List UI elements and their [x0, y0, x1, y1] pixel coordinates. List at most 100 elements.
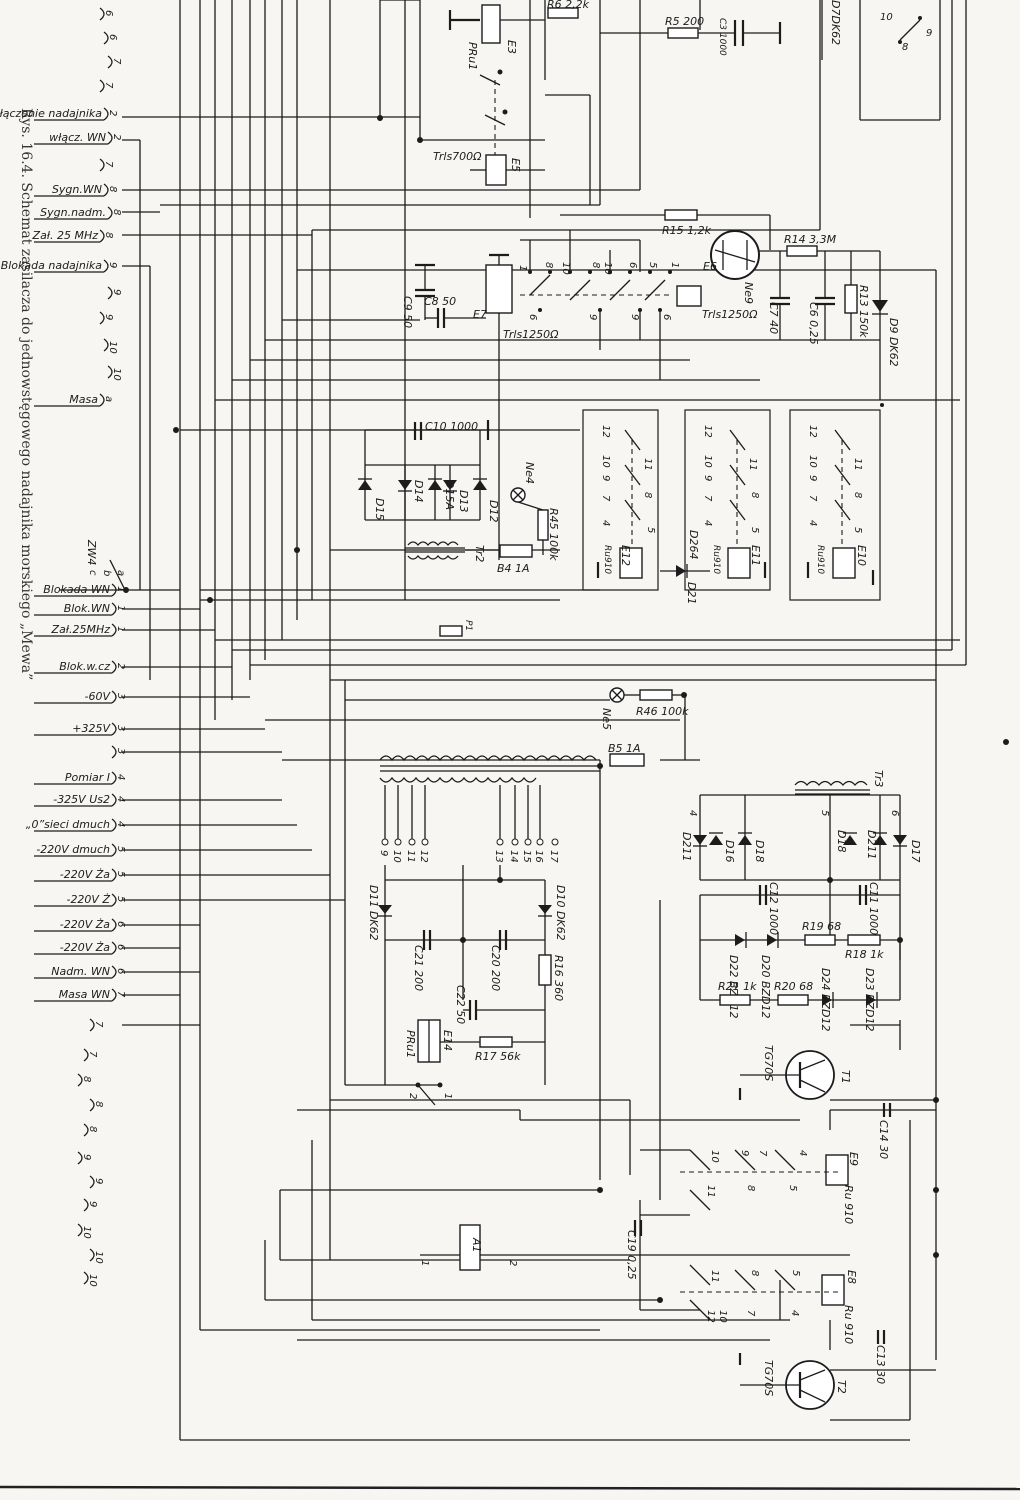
connector-pin-label: włącz. WN [49, 131, 106, 144]
label-c8: C8 50 [424, 295, 456, 308]
connector-pin: 7 [107, 55, 122, 69]
svg-text:9: 9 [702, 475, 713, 481]
tap-terminal [496, 838, 504, 846]
connector-pin-number: 6 [107, 34, 118, 40]
connector-pin-number: 4 [115, 796, 126, 802]
svg-text:2: 2 [507, 1260, 518, 1266]
svg-text:7: 7 [600, 495, 611, 502]
connector-pin-label: -60V [85, 690, 112, 703]
label-e14: E14 [441, 1030, 454, 1051]
connector-pin-number: 2 [115, 663, 126, 669]
connector-pin: 6-220V Ża [34, 941, 126, 955]
connector-pin-number: 4 [115, 774, 126, 780]
connector-pin-number: 9 [93, 1178, 104, 1184]
tap-number: 16 [533, 850, 544, 863]
label-d7dk62: D7DK62 [829, 0, 842, 45]
connector-pin-number: 9 [111, 289, 122, 295]
connector-pin-number: 8 [103, 232, 114, 238]
connector-pin: 3 [111, 745, 126, 759]
label-r45: R45 100k [547, 508, 560, 561]
svg-text:2: 2 [407, 1093, 418, 1099]
page-bottom-edge [0, 1485, 1020, 1491]
svg-text:6: 6 [527, 314, 538, 320]
connector-pin: 9 [107, 286, 122, 300]
tap-terminal [421, 838, 429, 846]
svg-text:8: 8 [543, 262, 554, 268]
connector-pin-number: 1 [115, 586, 126, 592]
label-d18a: D18 [753, 840, 766, 862]
label-tr2: Tr2 [473, 545, 486, 562]
svg-text:11: 11 [705, 1185, 716, 1198]
svg-text:6: 6 [661, 314, 672, 320]
connector-pin-number: 3 [115, 693, 126, 699]
connector-pin-label: Blok.w.cz [59, 660, 110, 673]
svg-text:5: 5 [819, 810, 830, 816]
label-r21: R21 1k [718, 980, 757, 993]
label-b4: B4 1A [497, 562, 530, 575]
label-e9: E9 [847, 1152, 860, 1166]
label-r5: R5 200 [665, 15, 704, 28]
transformer-tr1 [379, 755, 600, 840]
label-d12: D12 [487, 500, 500, 522]
svg-text:b: b [101, 570, 112, 576]
tap-number: 11 [405, 850, 416, 863]
connector-pin-number: 9 [107, 262, 118, 268]
connector-pin-label: Masa [69, 393, 98, 406]
svg-text:9: 9 [629, 314, 640, 320]
svg-text:8: 8 [642, 492, 653, 498]
connector-pin: 5-220V dmuch [34, 843, 126, 857]
connector-pin: 9 [77, 1151, 92, 1165]
connector-pin-number: 10 [111, 368, 122, 381]
transistor-t2-group: E8 Ru 910 11 8 5 12 10 7 4 C13 30 T2 TG7… [680, 1264, 887, 1410]
connector-pin-number: 8 [87, 1126, 98, 1132]
zw4-switch: ZW4 a b c [85, 539, 129, 593]
hv-rectifier: D11 DK62 D10 DK62 C21 200 C20 200 R16 36… [367, 865, 567, 1106]
label-r16: R16 360 [552, 955, 565, 1001]
connector-pin: 10 [103, 338, 118, 354]
svg-text:9: 9 [926, 28, 932, 39]
figure-caption: Rys. 16.4. Schemat zasilacza do jednowst… [18, 108, 34, 680]
relay-e5-group: E5 Trls700Ω [433, 69, 545, 186]
junction-dots [173, 115, 1009, 1303]
label-ne4: Ne4 [523, 462, 536, 484]
label-c10: C10 1000 [425, 420, 478, 433]
svg-text:12: 12 [705, 1310, 716, 1323]
label-d23: D23 BZD12 [863, 968, 876, 1032]
svg-text:5: 5 [852, 527, 863, 533]
connector-pin-number: 8 [93, 1101, 104, 1107]
label-e10: E10 [855, 545, 868, 566]
p1-fuse: P1 [439, 620, 473, 637]
label-e7: E7 [473, 308, 487, 321]
connector-pin-label: +325V [72, 722, 111, 735]
label-ru910-e12: Ru910 [602, 545, 612, 574]
svg-text:1: 1 [442, 1093, 453, 1099]
svg-text:10: 10 [717, 1310, 728, 1323]
label-e3: E3 [505, 40, 518, 54]
connector-pin: 2załączenie nadajnika [0, 107, 118, 121]
connector-pin: 7 [99, 158, 114, 172]
svg-text:9: 9 [587, 314, 598, 320]
svg-text:a: a [115, 570, 126, 576]
label-e12: E12 [619, 545, 632, 566]
tap-number: 17 [548, 850, 559, 863]
label-ru910-e11: Ru910 [711, 545, 721, 574]
connector-pin: 3+325V [34, 722, 126, 736]
connector-pin-label: załączenie nadajnika [0, 107, 102, 120]
connector-pin-label: Nadm. WN [51, 965, 110, 978]
connector-pin-label: Blok.WN [64, 602, 110, 615]
tap-terminal [551, 838, 559, 846]
tap-number: 10 [391, 850, 402, 863]
connector-pin-number: 8 [111, 209, 122, 215]
label-t2: T2 [835, 1380, 848, 1394]
label-pru1-top: PRu1 [466, 42, 479, 70]
label-t1: T1 [839, 1070, 852, 1084]
label-tg70s-a: TG70S [762, 1045, 775, 1081]
svg-text:6: 6 [889, 810, 900, 816]
label-d10: D10 DK62 [554, 885, 567, 941]
connector-pin: 4-325V Us2 [34, 793, 126, 807]
